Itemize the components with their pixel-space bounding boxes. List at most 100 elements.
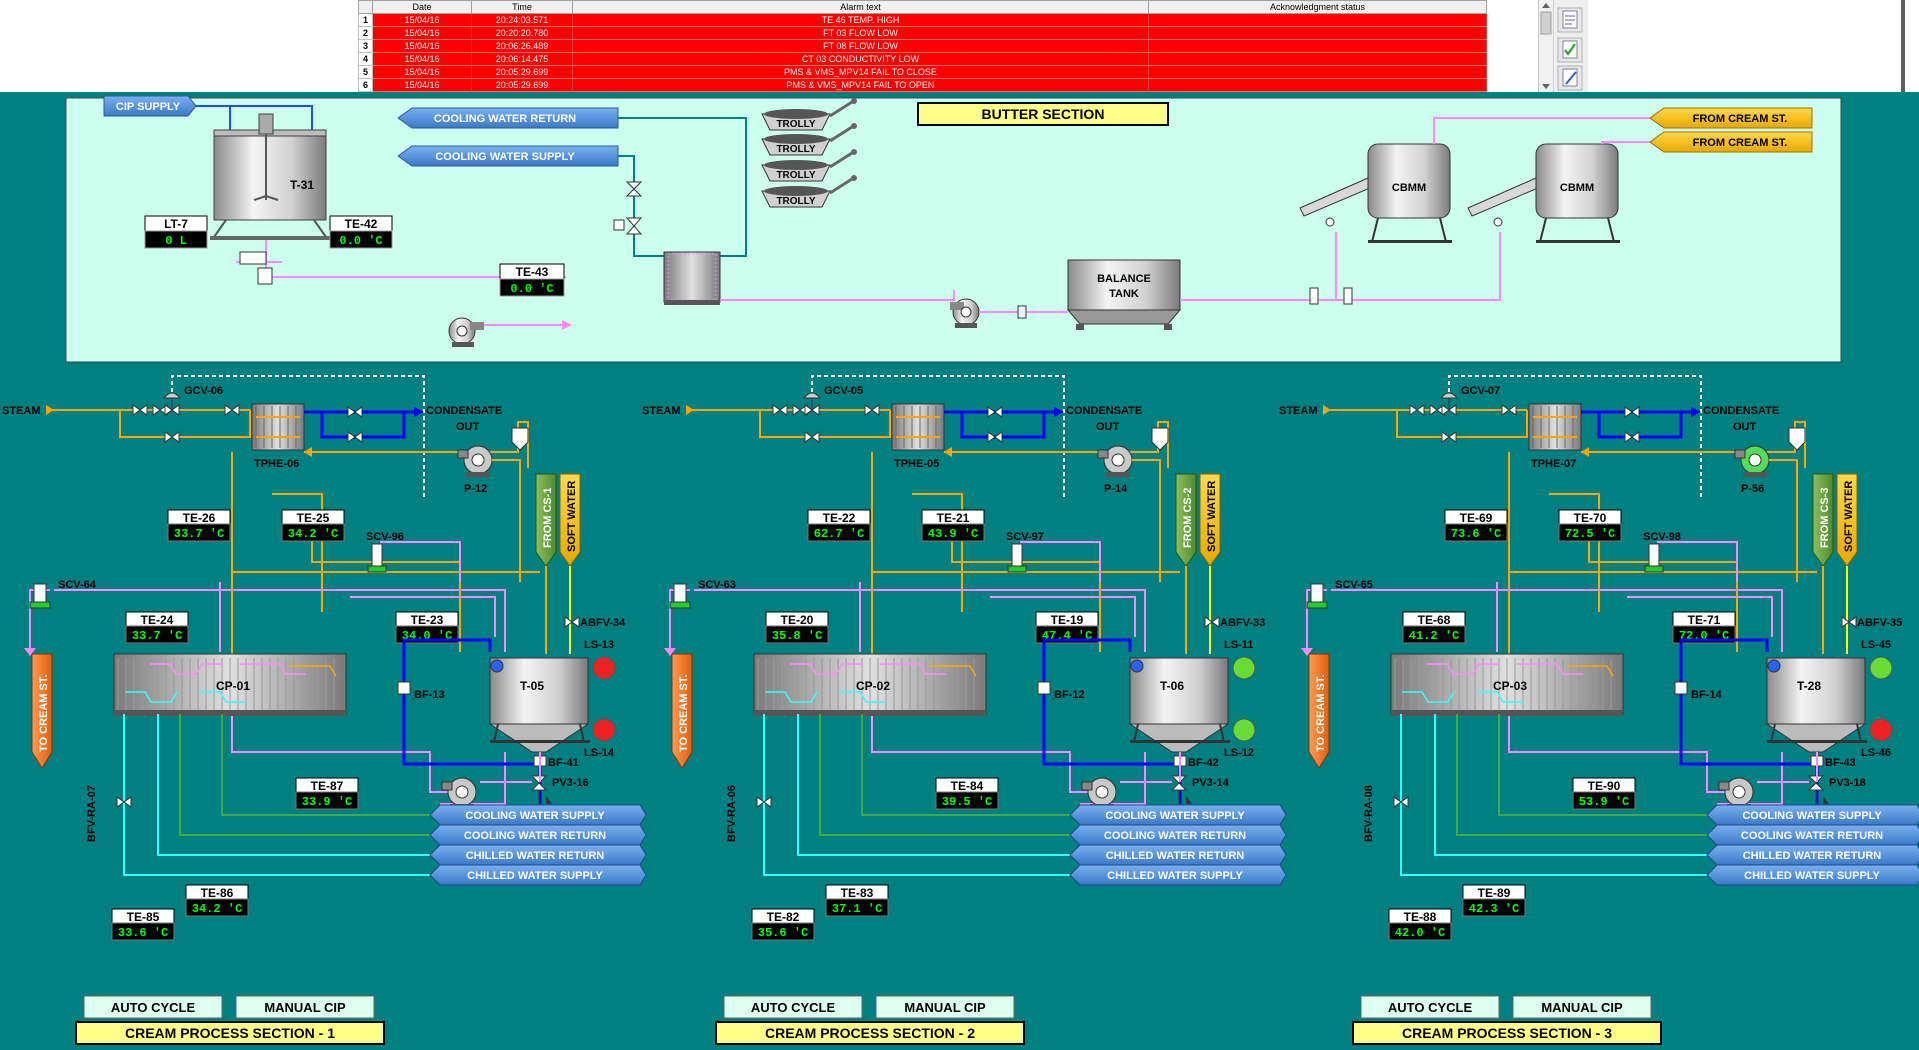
alarm-list[interactable]: Date Time Alarm text Acknowledgment stat… (358, 0, 1487, 92)
report-icon[interactable] (1557, 7, 1583, 33)
cream-tank[interactable] (488, 657, 590, 753)
bf-valve-icon[interactable] (397, 681, 411, 695)
alarm-col-date[interactable]: Date (372, 0, 472, 14)
cip-supply-tag[interactable] (103, 95, 197, 117)
abfv-valve-icon[interactable] (564, 616, 580, 628)
steam-valve-1-icon[interactable] (132, 404, 148, 416)
butter-pump-2-icon[interactable] (950, 298, 980, 328)
cream-tank[interactable] (1765, 657, 1867, 753)
trolly-1[interactable]: TROLLY (761, 98, 857, 131)
water-header-tag-2[interactable]: COOLING WATER RETURN (1706, 824, 1919, 846)
cbmm-tank-2[interactable] (1535, 143, 1620, 243)
pump-top-icon[interactable] (457, 445, 493, 477)
gcv-body-icon[interactable] (1441, 404, 1457, 416)
steam-valve-2-icon[interactable] (152, 404, 168, 416)
gcv-control-valve-icon[interactable] (1439, 392, 1459, 416)
lt7-indicator[interactable]: LT-7 0 L (144, 215, 208, 249)
steam-valve-3-icon[interactable] (864, 404, 880, 416)
blue-valve-2-icon[interactable] (1624, 431, 1640, 443)
manual-cip-button[interactable]: MANUAL CIP (235, 995, 375, 1019)
from-cs-tag[interactable]: FROM CS-1 (535, 473, 557, 567)
scv-mid-valve-icon[interactable] (367, 543, 387, 573)
trolly-2[interactable]: TROLLY (761, 123, 857, 156)
soft-water-tag[interactable]: SOFT WATER (559, 473, 581, 567)
bfv-ra-valve-icon[interactable] (756, 796, 772, 808)
cbmm-valve-1-icon[interactable] (1309, 287, 1319, 305)
bfv-ra-valve-icon[interactable] (1393, 796, 1409, 808)
from-cs-tag[interactable]: FROM CS-2 (1175, 473, 1197, 567)
water-header-tag-3[interactable]: CHILLED WATER RETURN (1706, 844, 1919, 866)
from-cs-tag[interactable]: FROM CS-3 (1812, 473, 1834, 567)
water-header-tag-3[interactable]: CHILLED WATER RETURN (429, 844, 647, 866)
butter-check-valve-icon[interactable] (1017, 305, 1027, 319)
tank-drain-valve-icon[interactable] (257, 267, 273, 285)
blue-valve-2-icon[interactable] (347, 431, 363, 443)
water-header-tag-1[interactable]: COOLING WATER SUPPLY (429, 804, 647, 826)
to-cream-st-tag[interactable]: TO CREAM ST. (671, 653, 693, 769)
scv-left-valve-icon[interactable] (1306, 583, 1328, 609)
te42-indicator[interactable]: TE-42 0.0 'C (329, 215, 393, 249)
soft-water-tag[interactable]: SOFT WATER (1199, 473, 1221, 567)
alarm-col-text[interactable]: Alarm text (572, 0, 1149, 14)
gcv-control-valve-icon[interactable] (162, 392, 182, 416)
alarm-col-ack[interactable]: Acknowledgment status (1148, 0, 1487, 14)
tank-t31[interactable] (210, 113, 330, 240)
scroll-thumb[interactable] (1540, 11, 1552, 35)
to-cream-st-tag[interactable]: TO CREAM ST. (1308, 653, 1330, 769)
blue-valve-2-icon[interactable] (987, 431, 1003, 443)
water-header-tag-4[interactable]: CHILLED WATER SUPPLY (429, 864, 647, 886)
trolly-3[interactable]: TROLLY (761, 149, 857, 182)
cp-plate-heat-exchanger[interactable] (1390, 653, 1624, 716)
blue-valve-1-icon[interactable] (347, 406, 363, 418)
pump-bottom-icon[interactable] (441, 777, 477, 809)
steam-valve-3-icon[interactable] (1501, 404, 1517, 416)
scv-left-valve-icon[interactable] (669, 583, 691, 609)
water-header-tag-4[interactable]: CHILLED WATER SUPPLY (1706, 864, 1919, 886)
butter-pump-1-icon[interactable] (448, 317, 484, 347)
edit-list-icon[interactable] (1557, 65, 1583, 91)
balance-tank[interactable] (1066, 259, 1182, 330)
steam-valve-3-icon[interactable] (224, 404, 240, 416)
te43-indicator[interactable]: TE-43 0.0 'C (499, 263, 565, 297)
cp-plate-heat-exchanger[interactable] (113, 653, 347, 716)
pv3-valve-icon[interactable] (1170, 775, 1192, 804)
steam-valve-2-icon[interactable] (1429, 404, 1445, 416)
manual-cip-button[interactable]: MANUAL CIP (1512, 995, 1652, 1019)
water-header-tag-2[interactable]: COOLING WATER RETURN (1069, 824, 1287, 846)
cbmm-tank-1[interactable] (1367, 143, 1452, 243)
water-header-tag-4[interactable]: CHILLED WATER SUPPLY (1069, 864, 1287, 886)
steam-bypass-valve-icon[interactable] (164, 431, 180, 443)
steam-bypass-valve-icon[interactable] (804, 431, 820, 443)
to-cream-st-tag[interactable]: TO CREAM ST. (31, 653, 53, 769)
scroll-down-icon[interactable] (1542, 84, 1550, 89)
steam-valve-2-icon[interactable] (792, 404, 808, 416)
pv3-valve-icon[interactable] (530, 775, 552, 804)
tphe-heat-exchanger[interactable] (1528, 403, 1582, 451)
gcv-control-valve-icon[interactable] (802, 392, 822, 416)
pump-top-icon[interactable] (1097, 445, 1133, 477)
scroll-up-icon[interactable] (1542, 3, 1550, 8)
blue-valve-1-icon[interactable] (1624, 406, 1640, 418)
trolly-4[interactable]: TROLLY (761, 175, 857, 208)
from-cream-st-tag-1[interactable] (1649, 107, 1813, 129)
cream-tank[interactable] (1128, 657, 1230, 753)
alarm-scrollbar[interactable] (1538, 0, 1553, 92)
auto-cycle-button[interactable]: AUTO CYCLE (1360, 995, 1500, 1019)
scv-mid-valve-icon[interactable] (1007, 543, 1027, 573)
blue-valve-1-icon[interactable] (987, 406, 1003, 418)
abfv-valve-icon[interactable] (1841, 616, 1857, 628)
